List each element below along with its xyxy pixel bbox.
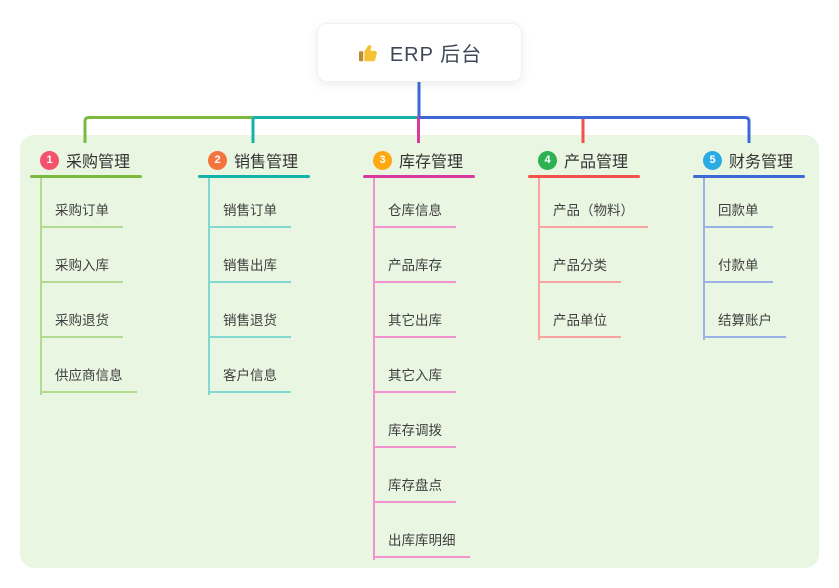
branch-underline <box>198 175 310 178</box>
branch-children: 产品（物料） 产品分类产品单位 <box>538 173 648 338</box>
child-node-label[interactable]: 产品分类 <box>538 257 621 283</box>
branch-children: 采购订单采购入库采购退货供应商信息 <box>40 173 137 393</box>
child-node-label[interactable]: 其它入库 <box>373 367 456 393</box>
branch-index-badge: 4 <box>538 150 557 170</box>
child-row: 其它出库 <box>373 283 470 338</box>
branch-node-label[interactable]: 5 财务管理 <box>703 148 793 172</box>
branch-node-label[interactable]: 4 产品管理 <box>538 148 628 172</box>
child-row: 供应商信息 <box>40 338 137 393</box>
branch-child-connector <box>538 178 540 340</box>
branch-child-connector <box>373 178 375 560</box>
branch-index-badge: 2 <box>208 150 227 170</box>
root-node[interactable]: ERP 后台 <box>317 23 522 82</box>
child-node-label[interactable]: 销售订单 <box>208 202 291 228</box>
child-row: 产品（物料） <box>538 173 648 228</box>
child-row: 产品库存 <box>373 228 470 283</box>
branch-title: 采购管理 <box>66 154 131 171</box>
child-node-label[interactable]: 其它出库 <box>373 312 456 338</box>
child-row: 产品单位 <box>538 283 648 338</box>
branch-index-badge: 3 <box>373 150 392 170</box>
branch-underline <box>30 175 142 178</box>
child-row: 出库库明细 <box>373 503 470 558</box>
child-node-label[interactable]: 产品库存 <box>373 257 456 283</box>
child-node-label[interactable]: 采购入库 <box>40 257 123 283</box>
branch-children: 回款单付款单结算账户 <box>703 173 786 338</box>
child-row: 库存盘点 <box>373 448 470 503</box>
branch-child-connector <box>703 178 705 340</box>
child-node-label[interactable]: 销售出库 <box>208 257 291 283</box>
child-row: 回款单 <box>703 173 786 228</box>
child-row: 采购退货 <box>40 283 137 338</box>
root-title: ERP 后台 <box>389 44 483 66</box>
branch-child-connector <box>40 178 42 395</box>
branch-title: 销售管理 <box>234 154 299 171</box>
branch-children: 仓库信息产品库存其它出库其它入库库存调拨库存盘点出库库明细 <box>373 173 470 558</box>
child-row: 销售退货 <box>208 283 291 338</box>
branch-underline <box>363 175 475 178</box>
child-row: 仓库信息 <box>373 173 470 228</box>
branch-underline <box>693 175 805 178</box>
child-node-label[interactable]: 回款单 <box>703 202 773 228</box>
child-node-label[interactable]: 付款单 <box>703 257 773 283</box>
child-node-label[interactable]: 出库库明细 <box>373 532 470 558</box>
child-node-label[interactable]: 采购订单 <box>40 202 123 228</box>
child-node-label[interactable]: 产品（物料） <box>538 202 648 228</box>
thumbs-up-icon <box>358 44 377 61</box>
child-node-label[interactable]: 库存盘点 <box>373 477 456 503</box>
branch-underline <box>528 175 640 178</box>
child-node-label[interactable]: 结算账户 <box>703 312 786 338</box>
child-row: 产品分类 <box>538 228 648 283</box>
branch-index-badge: 5 <box>703 150 722 170</box>
child-row: 采购订单 <box>40 173 137 228</box>
child-node-label[interactable]: 客户信息 <box>208 367 291 393</box>
branch-title: 库存管理 <box>399 154 464 171</box>
child-row: 库存调拨 <box>373 393 470 448</box>
child-row: 客户信息 <box>208 338 291 393</box>
child-node-label[interactable]: 仓库信息 <box>373 202 456 228</box>
child-row: 销售出库 <box>208 228 291 283</box>
child-row: 结算账户 <box>703 283 786 338</box>
branches-panel <box>20 135 819 568</box>
child-node-label[interactable]: 采购退货 <box>40 312 123 338</box>
child-node-label[interactable]: 销售退货 <box>208 312 291 338</box>
child-row: 其它入库 <box>373 338 470 393</box>
branch-node-label[interactable]: 1 采购管理 <box>40 148 130 172</box>
branch-node-label[interactable]: 3 库存管理 <box>373 148 463 172</box>
branch-title: 产品管理 <box>564 154 629 171</box>
child-node-label[interactable]: 库存调拨 <box>373 422 456 448</box>
branch-node-label[interactable]: 2 销售管理 <box>208 148 298 172</box>
branch-index-badge: 1 <box>40 150 59 170</box>
child-row: 付款单 <box>703 228 786 283</box>
child-row: 采购入库 <box>40 228 137 283</box>
branch-children: 销售订单销售出库销售退货客户信息 <box>208 173 291 393</box>
child-node-label[interactable]: 供应商信息 <box>40 367 137 393</box>
branch-child-connector <box>208 178 210 395</box>
child-row: 销售订单 <box>208 173 291 228</box>
branch-title: 财务管理 <box>729 154 794 171</box>
child-node-label[interactable]: 产品单位 <box>538 312 621 338</box>
